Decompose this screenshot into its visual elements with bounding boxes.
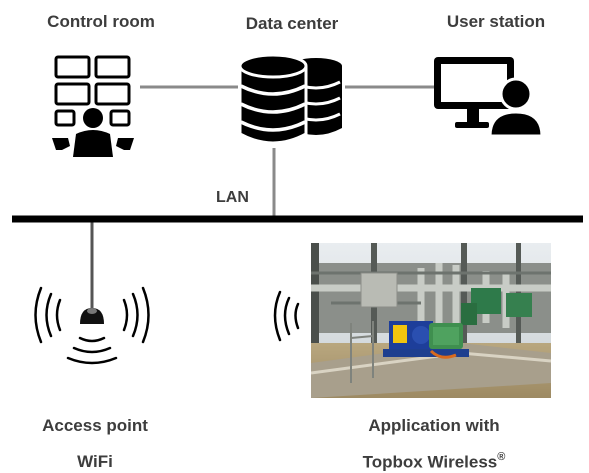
data-center-label: Data center bbox=[245, 14, 339, 33]
application-label: Application with bbox=[368, 416, 500, 435]
user-station-label: User station bbox=[446, 12, 546, 31]
application-sublabel: Topbox Wireless® bbox=[318, 451, 550, 473]
industrial-pump-photo bbox=[311, 243, 551, 398]
connection-lines bbox=[90, 85, 436, 316]
application-photo bbox=[311, 243, 551, 398]
access-point-sublabel: WiFi bbox=[77, 452, 113, 471]
database-icon bbox=[238, 53, 342, 145]
control-room-label: Control room bbox=[47, 12, 155, 31]
application-product-name: Topbox Wireless bbox=[362, 452, 498, 472]
lan-label: LAN bbox=[216, 189, 249, 206]
computer-user-icon bbox=[434, 57, 544, 138]
wireless-signal-icon bbox=[273, 290, 300, 342]
wifi-access-point-icon bbox=[34, 286, 150, 365]
registered-mark: ® bbox=[497, 451, 506, 463]
access-point-label: Access point bbox=[42, 416, 148, 435]
video-wall-operator-icon bbox=[52, 55, 134, 157]
